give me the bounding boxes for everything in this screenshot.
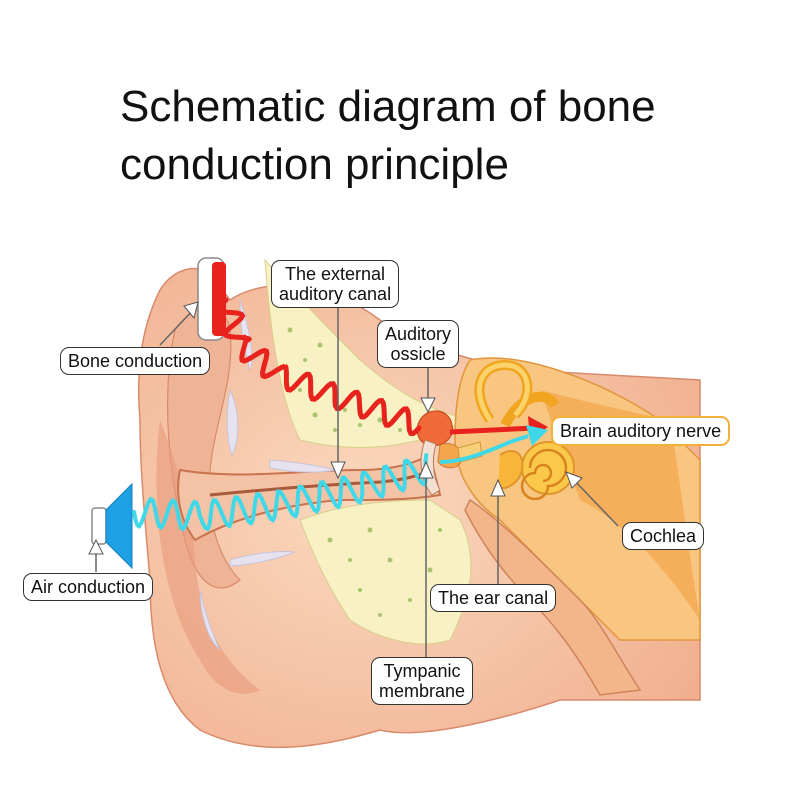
- air-wave-arrowhead: [526, 425, 548, 446]
- label-tympanic-membrane: Tympanic membrane: [371, 657, 474, 705]
- bone-conduction-headphone-icon: [197, 257, 226, 341]
- air-wave-arrow: [439, 434, 529, 464]
- label-air-conduction: Air conduction: [23, 573, 154, 601]
- air-conduction-wave: [132, 453, 429, 532]
- ear-canal-dark-line: [209, 468, 433, 497]
- cartilage-highlights: [199, 299, 336, 651]
- label-auditory-ossicle: Auditory ossicle: [377, 320, 460, 368]
- skull-bone-lower: [299, 499, 472, 645]
- label-bone-conduction: Bone conduction: [60, 347, 211, 375]
- label-cochlea: Cochlea: [622, 522, 705, 550]
- leader-arrowheads: [88, 301, 583, 555]
- bone-conduction-wave: [214, 297, 422, 437]
- cochlea-spiral: [497, 441, 575, 501]
- semicircular-canals-inner: [476, 362, 530, 422]
- label-ear-canal: The ear canal: [430, 584, 557, 612]
- bone-wave-arrow: [449, 425, 536, 435]
- nerve-bundle: [540, 390, 700, 620]
- speaker-icon: [91, 482, 133, 570]
- page-title: Schematic diagram of bone conduction pri…: [120, 82, 656, 189]
- label-external-auditory-canal: The external auditory canal: [271, 260, 400, 308]
- label-brain-auditory-nerve: Brain auditory nerve: [551, 416, 731, 446]
